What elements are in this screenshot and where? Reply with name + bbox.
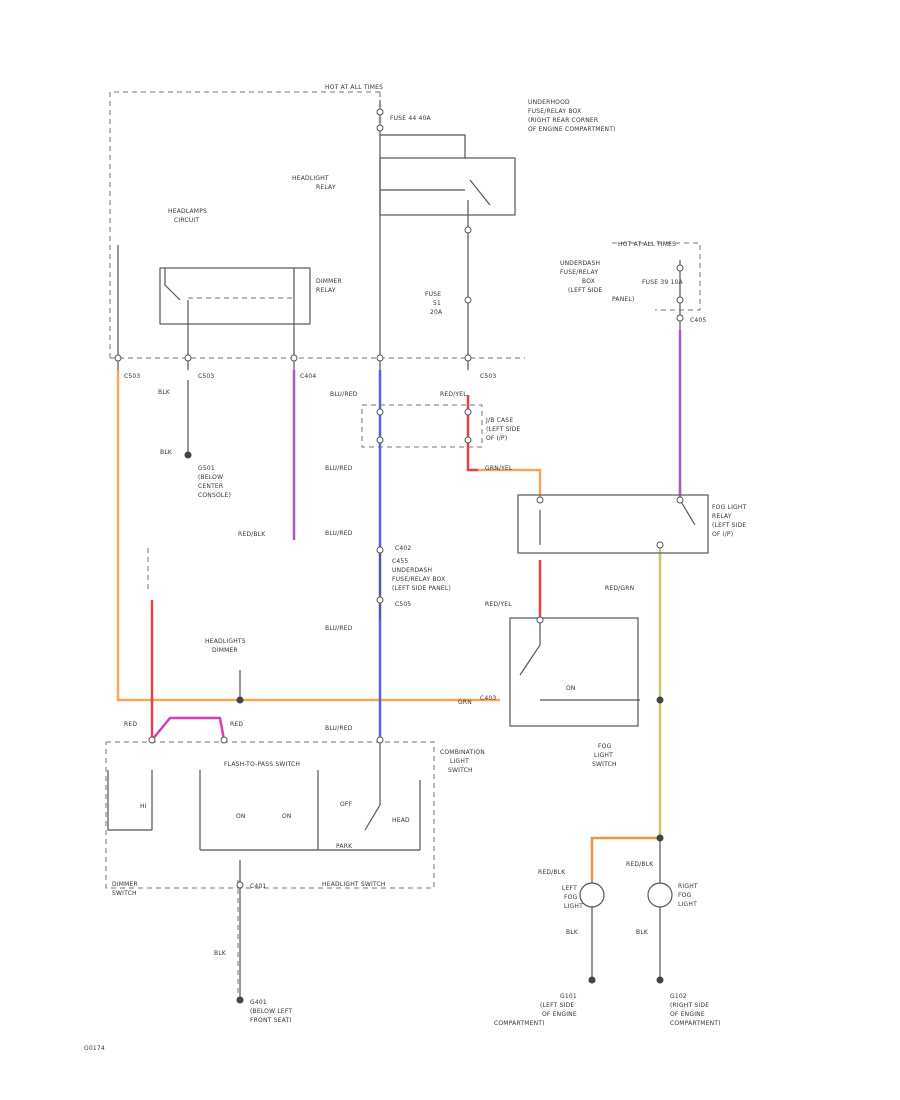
fog-switch-on-label: ON	[566, 685, 576, 692]
headlight-switch-label: HEADLIGHT SWITCH	[322, 881, 386, 888]
right-fog-light-icon	[647, 882, 673, 908]
left-fog-light-icon	[579, 882, 605, 908]
underhood-box-right-label: UNDERHOOD FUSE/RELAY BOX (RIGHT REAR COR…	[528, 99, 616, 133]
wire-red-yel-2: RED/YEL	[485, 601, 512, 608]
fog-light-switch-box	[509, 617, 639, 727]
orange-wire	[116, 370, 500, 702]
switch-pos-on-2: ON	[282, 813, 292, 820]
wire-red-1: RED	[124, 721, 137, 728]
fog-lamps	[579, 882, 673, 908]
flash-to-pass-label: FLASH-TO-PASS SWITCH	[224, 761, 300, 768]
dimmer-switch-label: DIMMER SWITCH	[112, 881, 140, 897]
connector-c401: C401	[250, 883, 266, 890]
hot-right-label: HOT AT ALL TIMES	[618, 241, 676, 248]
connector-pins	[114, 108, 684, 1004]
dashed-outlines	[105, 91, 701, 1000]
ground-bottom-right-label: G102 (RIGHT SIDE OF ENGINE COMPARTMENT)	[670, 993, 721, 1027]
headlights-dimmer-label: HEADLIGHTS DIMMER	[205, 638, 248, 654]
wire-blu-red-5: BLU/RED	[325, 725, 353, 732]
switch-pos-park: PARK	[336, 843, 353, 850]
wire-red-yel-1: RED/YEL	[440, 391, 467, 398]
fog-relay-label: FOG LIGHT RELAY (LEFT SIDE OF I/P)	[712, 504, 749, 538]
wire-blu-red-3: BLU/RED	[325, 530, 353, 537]
connector-c505: C505	[395, 601, 411, 608]
connector-c503-c: C503	[480, 373, 496, 380]
fuse-underdash-label: FUSE 39 10A	[642, 279, 684, 286]
wire-grn: GRN	[458, 699, 472, 706]
right-fog-label: RIGHT FOG LIGHT	[678, 883, 700, 908]
j-case-label: J/B CASE (LEFT SIDE OF I/P)	[485, 417, 523, 442]
labels: HOT AT ALL TIMES FUSE 44 40A UNDERHOOD F…	[84, 84, 749, 1052]
ground-bottom-mid-label: G101 (LEFT SIDE OF ENGINE COMPARTMENT)	[494, 993, 579, 1027]
switch-pos-head: HEAD	[392, 817, 410, 824]
colored-wires	[116, 330, 682, 880]
connector-c404: C404	[300, 373, 316, 380]
red-wire-fog	[466, 395, 478, 472]
magenta-wire-switch	[151, 716, 226, 741]
ground-bottom-left-label: G401 (BELOW LEFT FRONT SEAT)	[250, 999, 294, 1024]
fuse-headlight-label: FUSE 44 40A	[390, 115, 432, 122]
fuse-fog-label: FUSE 51 20A	[425, 291, 443, 316]
wire-red-2: RED	[230, 721, 243, 728]
wire-red-blk-right-fog: RED/BLK	[626, 861, 654, 868]
connector-c402: C402	[395, 545, 411, 552]
underdash-box-outline	[612, 242, 701, 311]
wire-blk-switch: BLK	[214, 950, 227, 957]
wire-blu-red-4: BLU/RED	[325, 625, 353, 632]
dimmer-relay-label: DIMMER RELAY	[316, 278, 344, 294]
orange-wire-fog-relay	[478, 468, 542, 500]
wire-blk-2: BLK	[160, 449, 173, 456]
wire-grn-yel: GRN/YEL	[485, 465, 513, 472]
connector-c405: C405	[690, 317, 706, 324]
orange-wire-left-fog	[590, 836, 660, 880]
wire-blk-1: BLK	[158, 389, 171, 396]
wire-blk-right-fog: BLK	[636, 929, 649, 936]
fog-switch-label: FOG LIGHT SWITCH	[592, 743, 617, 768]
wire-blu-red-1: BLU/RED	[330, 391, 358, 398]
wire-red-blk-left-fog: RED/BLK	[538, 869, 566, 876]
underdash-box-label: UNDERDASH FUSE/RELAY BOX (LEFT SIDE PANE…	[560, 260, 635, 303]
hot-top-label: HOT AT ALL TIMES	[325, 84, 383, 91]
switch-pos-on-1: ON	[236, 813, 246, 820]
switch-pos-off: OFF	[340, 801, 353, 808]
headlight-relay-box	[379, 157, 516, 216]
wire-red-blk: RED/BLK	[238, 531, 266, 538]
wire-red-grn: RED/GRN	[605, 585, 634, 592]
dimmer-relay-box	[159, 267, 311, 325]
combination-switch-outline	[105, 741, 435, 889]
connector-c403: C403	[480, 695, 496, 702]
headlamps-circuit-label: HEADLAMPS CIRCUIT	[168, 208, 209, 224]
connector-c503-a: C503	[124, 373, 140, 380]
underhood-box-outline	[109, 91, 380, 358]
connector-c503-b: C503	[198, 373, 214, 380]
switch-pos-hi: HI	[140, 803, 147, 810]
ground-left-label: G501 (BELOW CENTER CONSOLE)	[198, 465, 231, 499]
wire-blk-left-fog: BLK	[566, 929, 579, 936]
left-fog-label: LEFT FOG LIGHT	[562, 885, 583, 910]
figure-id: G0174	[84, 1045, 105, 1052]
combination-switch-label: COMBINATION LIGHT SWITCH	[440, 749, 487, 774]
fog-light-relay-box	[517, 494, 709, 554]
wire-blu-red-2: BLU/RED	[325, 465, 353, 472]
headlight-relay-label: HEADLIGHT RELAY	[292, 175, 336, 191]
underdash-box-left-label: C455 UNDERDASH FUSE/RELAY BOX (LEFT SIDE…	[392, 558, 451, 592]
